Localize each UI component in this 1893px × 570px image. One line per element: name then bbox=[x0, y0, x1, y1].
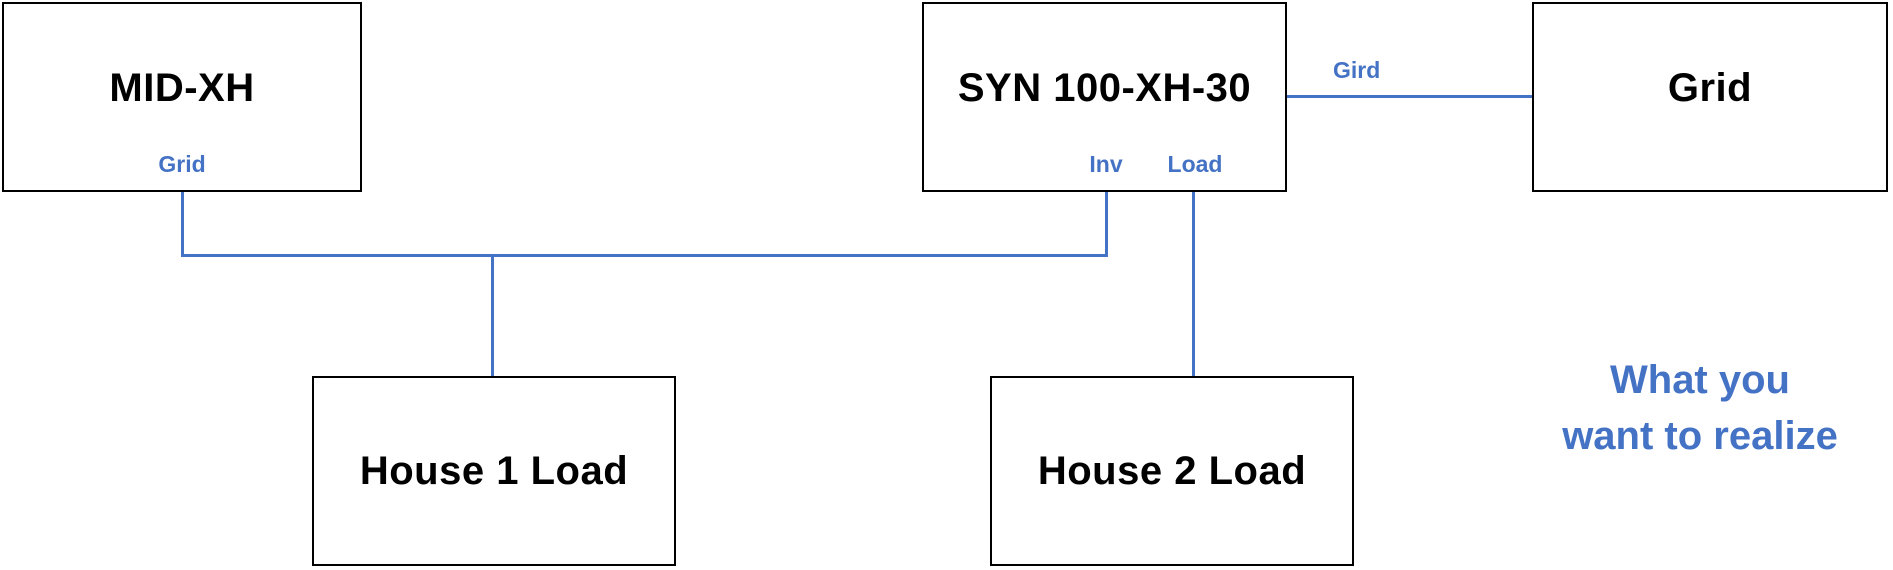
connector-syn-to-grid bbox=[1287, 95, 1534, 98]
annotation-line-1: What you bbox=[1610, 358, 1790, 402]
annotation-what-you-want: What you want to realize bbox=[1495, 352, 1893, 464]
annotation-line-2: want to realize bbox=[1562, 414, 1838, 458]
connector-syn-load-to-house2 bbox=[1192, 192, 1195, 378]
node-house-1-label: House 1 Load bbox=[359, 448, 629, 493]
port-label-load: Load bbox=[1167, 151, 1223, 177]
connector-midxh-grid-down bbox=[181, 192, 184, 256]
node-syn-100-xh-30: SYN 100-XH-30 Inv Load bbox=[922, 2, 1287, 192]
node-house-1-load: House 1 Load bbox=[312, 376, 676, 566]
port-label-inv: Inv bbox=[1089, 151, 1123, 177]
port-label-grid: Grid bbox=[158, 151, 206, 177]
node-mid-xh-label: MID-XH bbox=[109, 66, 255, 110]
connector-syn-inv-down bbox=[1105, 192, 1108, 257]
connector-bus-to-house1 bbox=[491, 254, 494, 378]
connector-bus-horizontal bbox=[181, 254, 1108, 257]
edge-label-gird: Gird bbox=[1333, 57, 1381, 83]
node-mid-xh: MID-XH Grid bbox=[2, 2, 362, 192]
node-house-2-load: House 2 Load bbox=[990, 376, 1354, 566]
node-grid-label: Grid bbox=[1667, 66, 1753, 110]
node-syn-label: SYN 100-XH-30 bbox=[957, 66, 1252, 110]
node-house-2-label: House 2 Load bbox=[1037, 448, 1307, 493]
node-grid: Grid bbox=[1532, 2, 1888, 192]
